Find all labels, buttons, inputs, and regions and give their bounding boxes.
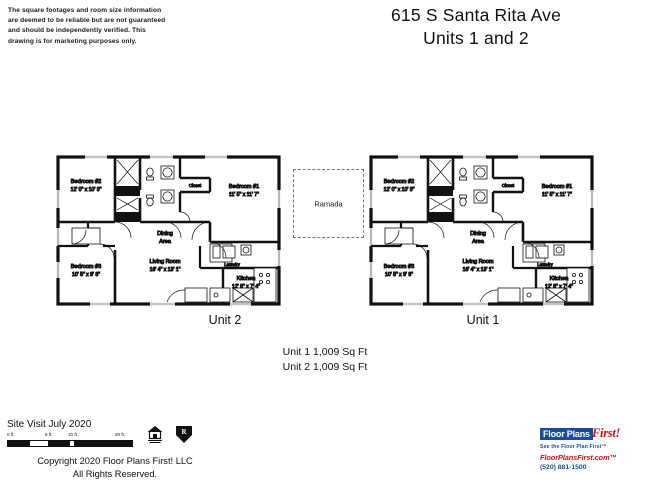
unit-caption-right: Unit 1 xyxy=(466,313,500,327)
realtor-icon: R xyxy=(176,426,192,443)
scale-tick-6: 6 ft. xyxy=(45,432,53,437)
room-label-bedroom2-dim: 12' 0" x 10' 3" xyxy=(71,187,102,193)
room-label-laundry: Laundry xyxy=(537,262,553,267)
title-units: Units 1 and 2 xyxy=(423,28,529,48)
scale-tick-10: 10 ft. xyxy=(68,432,79,437)
scale-tick-labels: 0 ft. 6 ft. 10 ft. 20 ft. xyxy=(7,432,135,440)
scale-bar: 0 ft. 6 ft. 10 ft. 20 ft. xyxy=(7,432,135,450)
room-label-closet: Closet xyxy=(189,183,202,188)
room-label-bedroom1-dim: 11' 5" x 11' 7" xyxy=(229,192,259,198)
room-label-bedroom3-dim: 10' 5" x 9' 8" xyxy=(385,272,413,278)
disclaimer-line-1: The square footages and room size inform… xyxy=(8,7,162,14)
copyright-line-2: All Rights Reserved. xyxy=(72,468,158,479)
scale-tick-20: 20 ft. xyxy=(115,432,126,437)
scale-segment-2 xyxy=(48,441,70,446)
copyright-line-1: Copyright 2020 Floor Plans First! LLC xyxy=(37,456,193,466)
scale-segment-3 xyxy=(74,441,132,446)
logo-tagline: See the Floor Plan First™ xyxy=(540,444,607,450)
site-visit-date: Site Visit July 2020 xyxy=(7,419,92,430)
unit-plan-left: Bedroom #2 12' 0" x 10' 3" Bedroom #1 11… xyxy=(55,150,285,327)
room-label-bedroom2-dim: 12' 0" x 10' 3" xyxy=(384,187,415,193)
scale-rule xyxy=(7,440,133,447)
equal-housing-opportunity-icon xyxy=(147,426,163,443)
logo-wordmark: Floor Plans First! xyxy=(540,426,644,443)
room-label-bedroom1-dim: 11' 5" x 11' 7" xyxy=(542,192,572,198)
room-label-kitchen-name: Kitchen xyxy=(237,276,256,282)
ramada-area: Ramada xyxy=(293,169,364,238)
scale-segment-1 xyxy=(8,441,30,446)
disclaimer-line-3: and should be independently verified. Th… xyxy=(8,27,146,35)
room-label-dining-2: Area xyxy=(159,239,172,245)
room-label-dining-2: Area xyxy=(472,239,485,245)
room-label-living-name: Living Room xyxy=(149,259,180,265)
page-title: 615 S Santa Rita Ave Units 1 and 2 xyxy=(326,5,626,49)
logo-script-first: First! xyxy=(592,426,621,440)
room-label-bedroom1-name: Bedroom #1 xyxy=(229,184,259,190)
svg-text:R: R xyxy=(181,428,187,436)
room-label-dining-1: Dining xyxy=(157,231,173,237)
floor-plans-container: Bedroom #2 12' 0" x 10' 3" Bedroom #1 11… xyxy=(0,150,650,350)
unit-caption-left: Unit 2 xyxy=(208,313,242,327)
ramada-label: Ramada xyxy=(314,199,343,208)
room-label-bedroom3-name: Bedroom #3 xyxy=(71,264,101,270)
title-address: 615 S Santa Rita Ave xyxy=(390,5,562,25)
copyright-notice: Copyright 2020 Floor Plans First! LLC Al… xyxy=(0,455,230,480)
disclaimer-line-4: drawing is for marketing purposes only. xyxy=(8,37,137,45)
room-label-kitchen-dim: 12' 8" x 7' 4" xyxy=(232,284,260,290)
logo-phone: (520) 881-1500 xyxy=(540,464,587,471)
room-label-bedroom1-name: Bedroom #1 xyxy=(542,184,572,190)
room-label-living-dim: 16' 4" x 13' 1" xyxy=(463,267,494,273)
sqft-unit-2: Unit 2 1,009 Sq Ft xyxy=(282,361,368,374)
room-label-bedroom3-dim: 10' 5" x 9' 8" xyxy=(72,272,100,278)
room-label-living-name: Living Room xyxy=(462,259,493,265)
agency-icons: R xyxy=(146,424,194,444)
room-label-bedroom2-name: Bedroom #2 xyxy=(384,179,414,185)
room-label-kitchen-dim: 12' 8" x 7' 4" xyxy=(545,284,573,290)
disclaimer-text: The square footages and room size inform… xyxy=(8,6,208,47)
unit-plan-right: Bedroom #2 12' 0" x 10' 3" Bedroom #1 11… xyxy=(368,150,598,327)
room-label-laundry: Laundry xyxy=(224,262,240,267)
sqft-unit-1: Unit 1 1,009 Sq Ft xyxy=(282,346,368,358)
room-label-dining-1: Dining xyxy=(470,231,486,237)
square-footage-block: Unit 1 1,009 Sq Ft Unit 2 1,009 Sq Ft xyxy=(0,345,650,375)
scale-tick-0: 0 ft. xyxy=(7,432,15,437)
room-label-bedroom2-name: Bedroom #2 xyxy=(71,179,101,185)
logo-name-box: Floor Plans xyxy=(540,428,593,441)
floor-plans-first-logo[interactable]: Floor Plans First! See the Floor Plan Fi… xyxy=(540,426,644,471)
room-label-closet: Closet xyxy=(502,183,515,188)
room-label-living-dim: 16' 4" x 13' 1" xyxy=(150,267,181,273)
disclaimer-line-2: are deemed to be reliable but are not gu… xyxy=(8,17,166,25)
room-label-kitchen-name: Kitchen xyxy=(550,276,569,282)
room-label-bedroom3-name: Bedroom #3 xyxy=(384,264,414,270)
logo-website[interactable]: FloorPlansFirst.com™ xyxy=(540,453,617,462)
